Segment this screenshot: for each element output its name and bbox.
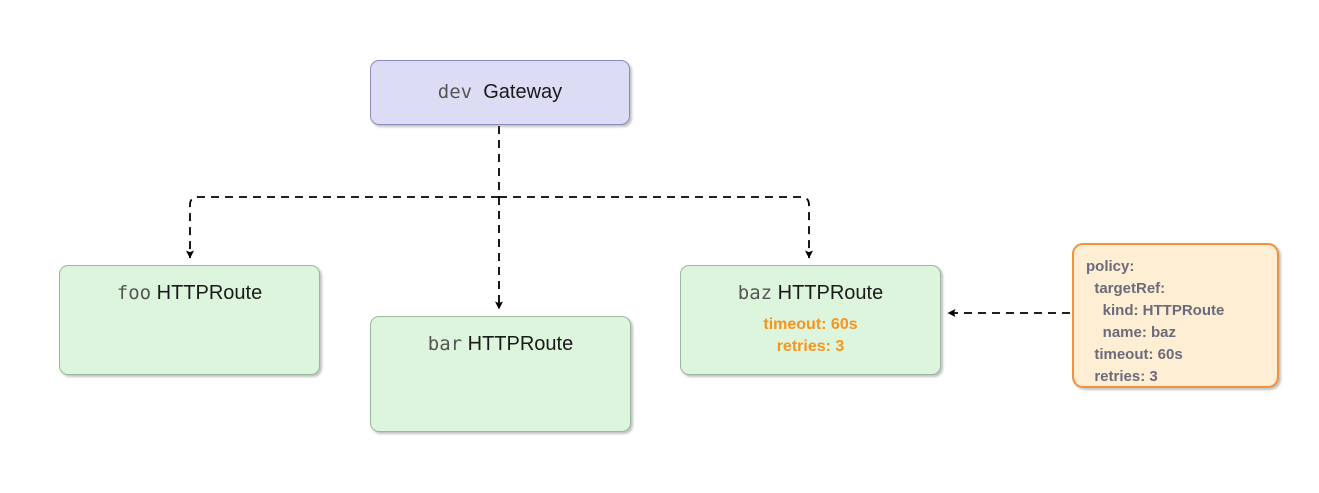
node-httproute-foo[interactable]: foo HTTPRoute <box>59 265 320 375</box>
node-httproute-bar-title: bar HTTPRoute <box>371 333 630 356</box>
node-gateway-dev-title: dev Gateway <box>371 81 629 104</box>
baz-attr-retries: retries: 3 <box>776 338 845 355</box>
node-httproute-foo-name: foo <box>116 282 152 304</box>
node-httproute-foo-title: foo HTTPRoute <box>60 282 319 305</box>
node-gateway-dev-kind: Gateway <box>483 81 563 103</box>
node-httproute-baz-kind: HTTPRoute <box>777 282 884 304</box>
edge-gateway-to-baz <box>499 196 813 259</box>
node-gateway-dev-name: dev <box>437 81 473 103</box>
baz-attr-timeout: timeout: 60s <box>763 316 858 333</box>
node-httproute-bar-kind: HTTPRoute <box>467 333 574 355</box>
node-policy[interactable]: policy: targetRef: kind: HTTPRoute name:… <box>1072 243 1279 388</box>
node-httproute-baz-name: baz <box>737 282 773 304</box>
node-httproute-bar[interactable]: bar HTTPRoute <box>370 316 631 432</box>
node-httproute-bar-name: bar <box>427 333 463 355</box>
node-httproute-baz-title: baz HTTPRoute <box>681 282 940 305</box>
node-policy-text: policy: targetRef: kind: HTTPRoute name:… <box>1086 258 1225 385</box>
node-gateway-dev[interactable]: dev Gateway <box>370 60 630 125</box>
node-httproute-baz-attributes: timeout: 60s retries: 3 <box>681 314 940 358</box>
edge-gateway-to-foo <box>186 196 499 259</box>
node-httproute-foo-kind: HTTPRoute <box>156 282 263 304</box>
node-httproute-baz[interactable]: baz HTTPRoute timeout: 60s retries: 3 <box>680 265 941 375</box>
